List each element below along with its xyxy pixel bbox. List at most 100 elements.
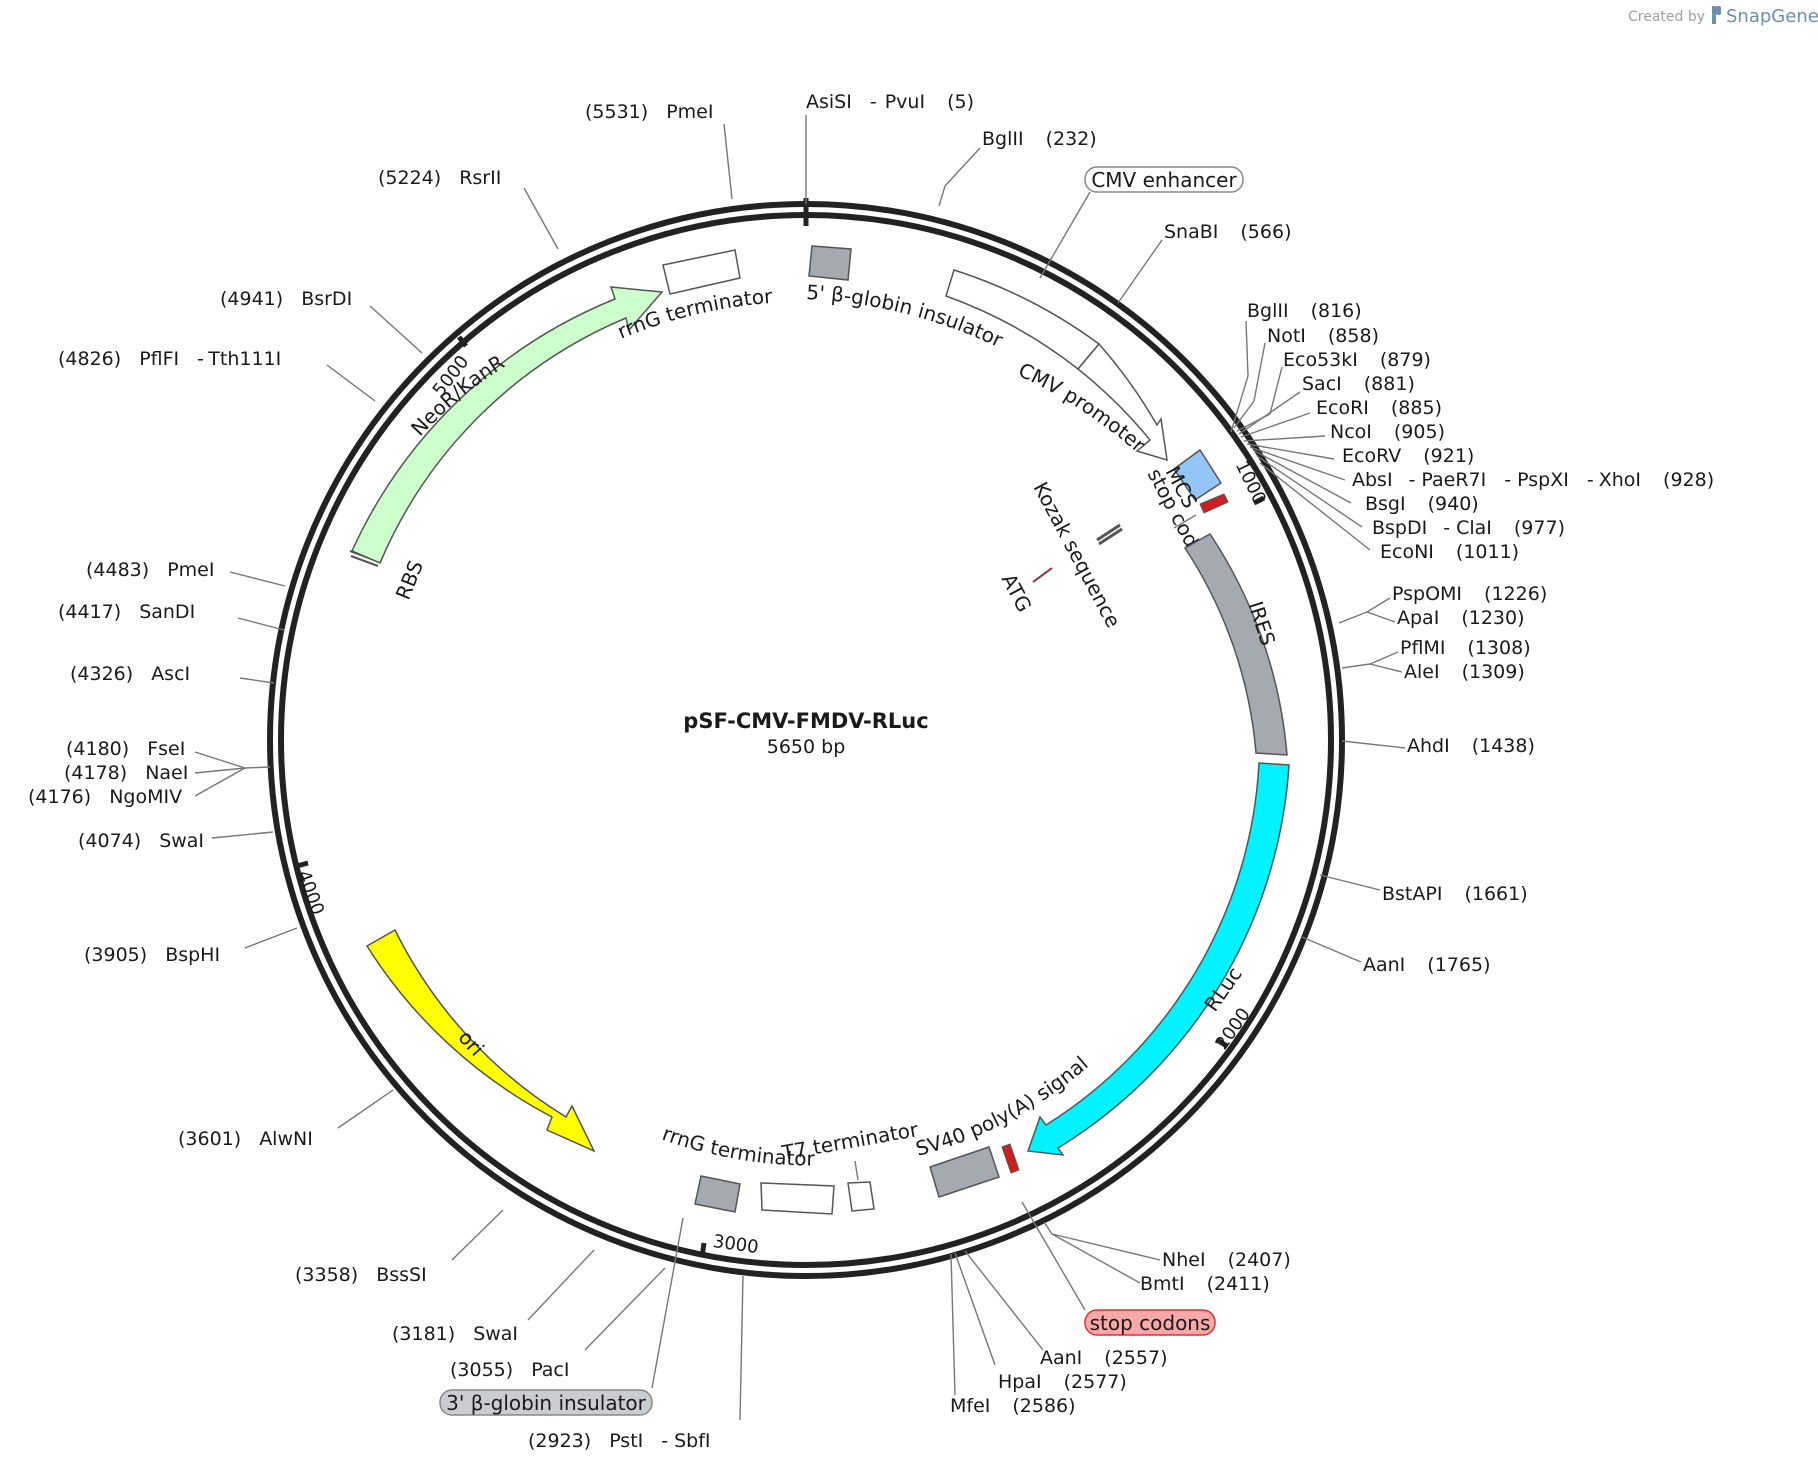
site-bspdi-clai[interactable]: BspDI-ClaI(977) xyxy=(1372,517,1565,539)
tick-mark-2000 xyxy=(1215,1037,1229,1049)
feature-t7-terminator[interactable] xyxy=(847,1181,875,1212)
tick-mark-3000 xyxy=(699,1242,707,1258)
svg-text:(4417)SanDI: (4417)SanDI xyxy=(58,601,195,623)
site-sandi[interactable]: (4417)SanDI xyxy=(58,601,285,631)
site-swai-4074[interactable]: (4074)SwaI xyxy=(78,830,274,852)
site-mfei[interactable]: MfeI(2586) xyxy=(950,1395,1076,1417)
feature-label-rbs: RBS xyxy=(391,557,428,603)
credit-prefix: Created by xyxy=(1628,9,1705,25)
plasmid-name: pSF-CMV-FMDV-RLuc xyxy=(683,709,928,733)
feature-atg[interactable] xyxy=(1032,567,1053,583)
site-pflfi-tth111i[interactable]: (4826)PflFI-Tth111I xyxy=(58,348,376,402)
plasmid-size: 5650 bp xyxy=(767,736,846,758)
callout-cmv-enhancer[interactable]: CMV enhancer xyxy=(1039,166,1244,279)
site-bsphi[interactable]: (3905)BspHI xyxy=(84,927,298,966)
site-fsei[interactable]: (4180)FseI xyxy=(66,738,185,760)
site-pmei-4483[interactable]: (4483)PmeI xyxy=(86,559,286,587)
feature-stop-codons-upper[interactable] xyxy=(1199,493,1229,514)
site-rsrii[interactable]: (5224)RsrII xyxy=(378,167,559,250)
site-pflmi-alei-cluster xyxy=(1341,651,1403,673)
feature-ires[interactable] xyxy=(1183,533,1288,756)
feature-cmv-promoter[interactable] xyxy=(1076,342,1168,462)
svg-text:(2923)PstI-SbfI: (2923)PstI-SbfI xyxy=(528,1430,711,1452)
feature-kozak-sequence[interactable] xyxy=(1096,523,1123,546)
tick-mark-4000 xyxy=(296,860,309,869)
feature-rluc[interactable] xyxy=(1026,762,1290,1156)
site-snabi[interactable]: SnaBI(566) xyxy=(1117,221,1291,304)
site-pspomi[interactable]: PspOMI(1226) xyxy=(1392,583,1547,605)
feature-label-sv40-polya-signal: SV40 poly(A) signal xyxy=(913,1051,1093,1161)
snapgene-logo-icon xyxy=(1712,6,1721,24)
callout-3-beta-globin-insulator[interactable]: 3' β-globin insulator xyxy=(439,1217,684,1416)
site-pmei-5531[interactable]: (5531)PmeI xyxy=(585,101,733,200)
site-apai[interactable]: ApaI(1230) xyxy=(1397,607,1525,629)
feature-3-beta-globin-insulator[interactable] xyxy=(694,1175,741,1213)
feature-rrng-terminator-upper[interactable] xyxy=(662,249,741,295)
svg-text:(3358)BssSI: (3358)BssSI xyxy=(295,1264,427,1286)
site-bglii-232[interactable]: BglII(232) xyxy=(938,128,1097,207)
feature-rrng-terminator-lower[interactable] xyxy=(760,1182,835,1215)
site-saci[interactable]: SacI(881) xyxy=(1302,373,1415,395)
svg-text:stop codons: stop codons xyxy=(1090,1311,1211,1335)
feature-stop-codons-lower[interactable] xyxy=(1001,1143,1020,1174)
svg-text:(3055)PacI: (3055)PacI xyxy=(450,1359,569,1381)
site-ahdi[interactable]: AhdI(1438) xyxy=(1341,735,1535,757)
site-aani-hpai-mfei-cluster xyxy=(950,1250,1044,1396)
site-bsgi[interactable]: BsgI(940) xyxy=(1365,493,1479,515)
site-ncoi[interactable]: NcoI(905) xyxy=(1330,421,1445,443)
svg-text:(5224)RsrII: (5224)RsrII xyxy=(378,167,501,189)
tick-label-3000: 3000 xyxy=(712,1231,760,1258)
feature-5-beta-globin-insulator[interactable] xyxy=(808,245,852,281)
svg-text:CMV enhancer: CMV enhancer xyxy=(1091,168,1237,192)
site-bsssi[interactable]: (3358)BssSI xyxy=(295,1209,504,1286)
site-ngomiv[interactable]: (4176)NgoMIV xyxy=(28,786,182,808)
svg-text:AhdI(1438): AhdI(1438) xyxy=(1407,735,1535,757)
feature-sv40-polya-signal[interactable] xyxy=(929,1146,1000,1198)
bp-ticks: 1000 2000 3000 4000 5000 xyxy=(293,335,1270,1258)
site-ecori[interactable]: EcoRI(885) xyxy=(1316,397,1442,419)
feature-ori[interactable] xyxy=(365,928,596,1153)
site-pflmi[interactable]: PflMI(1308) xyxy=(1400,637,1531,659)
site-fse-nae-ngomiv-cluster xyxy=(194,751,271,797)
site-bsrdi[interactable]: (4941)BsrDI xyxy=(220,288,423,354)
svg-text:3' β-globin insulator: 3' β-globin insulator xyxy=(446,1391,647,1415)
svg-text:(5531)PmeI: (5531)PmeI xyxy=(585,101,713,123)
site-eco53ki[interactable]: Eco53kI(879) xyxy=(1283,349,1431,371)
site-noti[interactable]: NotI(858) xyxy=(1267,325,1379,347)
site-econi[interactable]: EcoNI(1011) xyxy=(1380,541,1519,563)
site-hpai[interactable]: HpaI(2577) xyxy=(998,1371,1127,1393)
site-asci[interactable]: (4326)AscI xyxy=(70,663,275,685)
site-alwni[interactable]: (3601)AlwNI xyxy=(178,1089,394,1150)
svg-text:(3601)AlwNI: (3601)AlwNI xyxy=(178,1128,313,1150)
site-bstapi[interactable]: BstAPI(1661) xyxy=(1319,874,1528,905)
feature-neor-kanr[interactable] xyxy=(351,286,664,564)
stop-codons-upper-leader xyxy=(1173,514,1197,529)
site-aani-2557[interactable]: AanI(2557) xyxy=(1040,1347,1167,1369)
site-bmti[interactable]: BmtI(2411) xyxy=(1140,1273,1270,1295)
mcs-site-cluster xyxy=(1230,320,1371,551)
svg-text:SnaBI(566): SnaBI(566) xyxy=(1164,221,1291,243)
svg-text:(3905)BspHI: (3905)BspHI xyxy=(84,944,220,966)
site-swai-3181[interactable]: (3181)SwaI xyxy=(392,1249,595,1345)
site-alei[interactable]: AleI(1309) xyxy=(1404,661,1525,683)
site-paci[interactable]: (3055)PacI xyxy=(450,1267,666,1381)
svg-text:(4941)BsrDI: (4941)BsrDI xyxy=(220,288,352,310)
svg-text:(4483)PmeI: (4483)PmeI xyxy=(86,559,214,581)
t7-terminator-leader xyxy=(854,1160,859,1181)
callout-stop-codons[interactable]: stop codons xyxy=(1021,1201,1216,1336)
site-absi-paer7i-pspxi-xhoi[interactable]: AbsI-PaeR7I-PspXI-XhoI(928) xyxy=(1352,469,1714,491)
feature-mcs[interactable] xyxy=(1172,448,1223,502)
site-naei[interactable]: (4178)NaeI xyxy=(64,762,188,784)
tick-mark-1000 xyxy=(1252,495,1266,506)
svg-text:BstAPI(1661): BstAPI(1661) xyxy=(1382,883,1528,905)
site-bglii-816[interactable]: BglII(816) xyxy=(1247,300,1362,322)
credit-brand: SnapGene xyxy=(1726,6,1818,27)
site-nhei[interactable]: NheI(2407) xyxy=(1162,1249,1291,1271)
svg-text:BglII(232): BglII(232) xyxy=(982,128,1097,150)
svg-text:AsiSI-PvuI(5): AsiSI-PvuI(5) xyxy=(806,91,974,113)
site-psti-sbfi[interactable]: (2923)PstI-SbfI xyxy=(528,1275,744,1452)
site-ecorv[interactable]: EcoRV(921) xyxy=(1342,445,1474,467)
site-asisi-pvui[interactable]: AsiSI-PvuI(5) xyxy=(805,91,974,204)
site-aani-1765[interactable]: AanI(1765) xyxy=(1301,936,1490,976)
